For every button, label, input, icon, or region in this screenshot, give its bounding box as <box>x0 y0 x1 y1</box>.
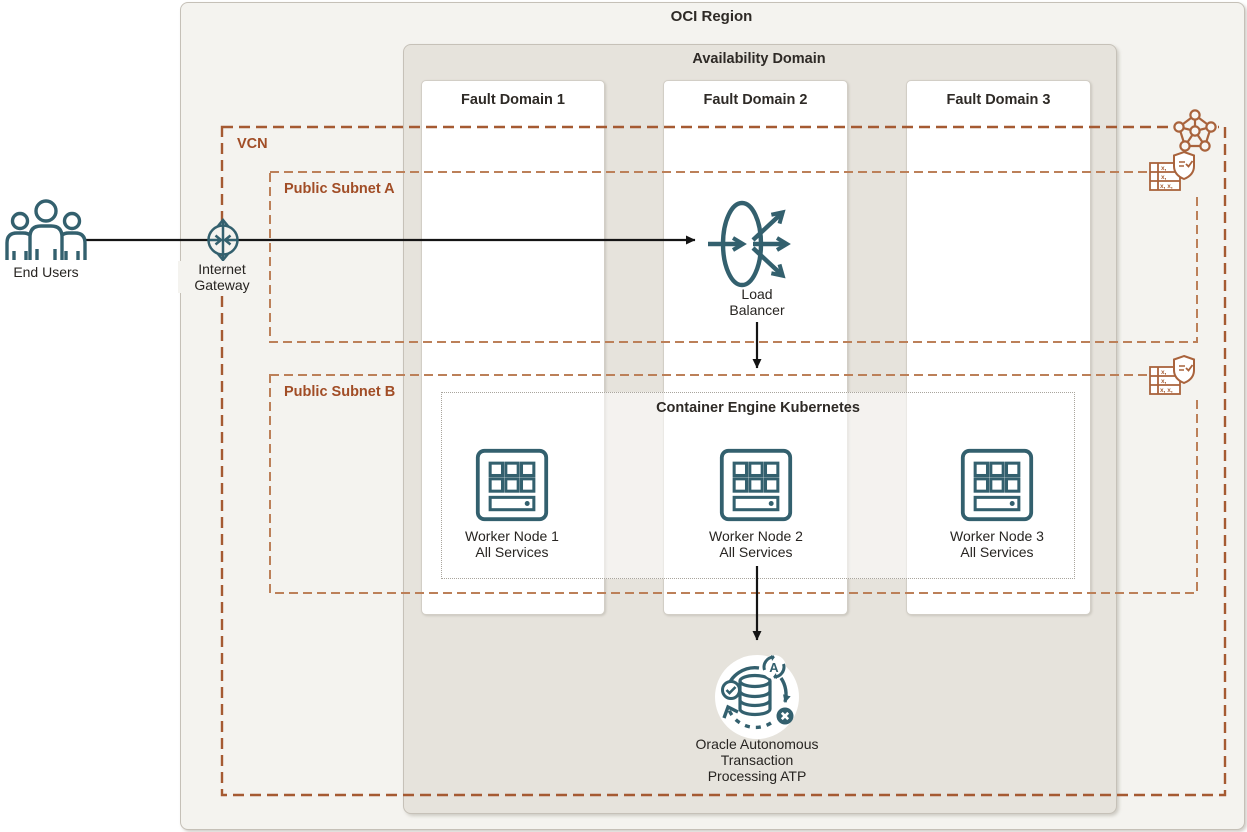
container-engine-kubernetes-title: Container Engine Kubernetes <box>656 400 860 416</box>
load-balancer-label: Load Balancer <box>729 286 785 319</box>
internet-gateway-icon <box>207 218 239 262</box>
svg-text:x,: x, <box>1161 174 1167 181</box>
public-subnet-a-label: Public Subnet A <box>284 181 395 197</box>
worker-node-3-icon <box>960 448 1034 522</box>
svg-text:x,: x, <box>1161 165 1167 172</box>
security-list-icon-subnet-a: x, x, x, x, <box>1148 150 1198 192</box>
autonomous-database-atp-label: Oracle Autonomous Transaction Processing… <box>695 736 819 785</box>
fault-domain-1-title: Fault Domain 1 <box>461 92 565 108</box>
internet-gateway-label: Internet Gateway <box>178 261 266 294</box>
security-list-icon-subnet-b: x, x, x, x, <box>1148 354 1198 396</box>
svg-text:x,: x, <box>1161 369 1167 376</box>
worker-node-2-icon <box>719 448 793 522</box>
vcn-label: VCN <box>237 136 268 152</box>
worker-node-2-label: Worker Node 2 All Services <box>709 528 803 561</box>
availability-domain-title: Availability Domain <box>692 51 826 67</box>
autonomous-database-atp-icon: A <box>715 655 799 739</box>
svg-text:x, x,: x, x, <box>1160 387 1173 394</box>
end-users-label: End Users <box>13 264 79 280</box>
fault-domain-3-title: Fault Domain 3 <box>946 92 1051 108</box>
public-subnet-b-label: Public Subnet B <box>284 384 396 400</box>
oci-region-title: OCI Region <box>670 8 753 25</box>
svg-text:x,: x, <box>1161 378 1167 385</box>
worker-node-1-icon <box>475 448 549 522</box>
svg-text:A: A <box>769 660 779 675</box>
end-users-icon <box>5 199 87 260</box>
svg-text:x, x,: x, x, <box>1160 183 1173 190</box>
worker-node-3-label: Worker Node 3 All Services <box>950 528 1044 561</box>
worker-node-1-label: Worker Node 1 All Services <box>465 528 559 561</box>
load-balancer-icon <box>708 200 791 288</box>
vcn-network-pentagon-icon <box>1172 108 1218 154</box>
fault-domain-2-title: Fault Domain 2 <box>703 92 808 108</box>
